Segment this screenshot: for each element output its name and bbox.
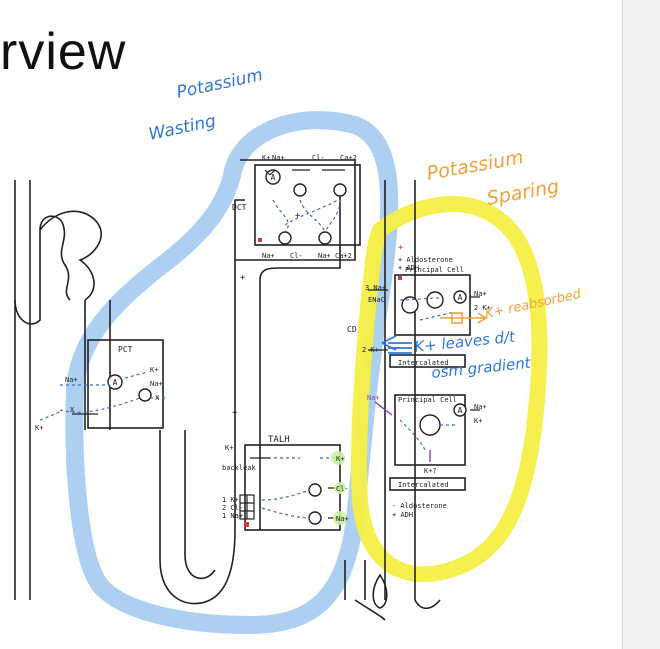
pump-a-dct: A xyxy=(271,173,276,182)
slide: rview xyxy=(0,23,584,634)
label-cl-dct-top: Cl- xyxy=(312,154,325,162)
plus-marker-2: + xyxy=(295,211,301,221)
pump-a-principal-2: A xyxy=(458,406,463,415)
pump-a-pct: A xyxy=(113,378,118,387)
nephron-outline xyxy=(14,159,471,621)
label-intercalated-top: Intercalated xyxy=(398,359,449,367)
label-adh-plus-bottom: + ADH xyxy=(392,511,413,519)
handwritten-osm-gradient: osm gradient xyxy=(431,354,533,382)
label-ca-dct-top: Ca+2 xyxy=(340,154,357,162)
handwritten-potassium-sparing-2: Sparing xyxy=(485,176,561,210)
label-x-pct-left: X xyxy=(70,406,75,414)
label-x-pct-right: X xyxy=(155,394,160,402)
green-glow-na xyxy=(333,511,347,525)
label-talh: TALH xyxy=(268,435,290,445)
plus-marker-3: + xyxy=(232,408,238,418)
label-backleak: backleak xyxy=(222,464,257,472)
label-pct: PCT xyxy=(118,345,133,354)
handwritten-k-leaves: K+ leaves d/t xyxy=(414,327,517,356)
label-k-talh-left: K+ xyxy=(225,444,233,452)
plus-marker-1: + xyxy=(240,273,246,283)
handwritten-potassium-wasting-1: Potassium xyxy=(175,65,265,103)
label-ca-dct-bottom: Ca+2 xyxy=(335,252,352,260)
label-adh-plus: + ADH xyxy=(398,264,419,272)
label-na-pct-right: Na+ xyxy=(150,380,163,388)
label-k-pct: K+ xyxy=(150,366,158,374)
label-na-dct-bottom: Na+ xyxy=(262,252,275,260)
potassium-sparing-highlight xyxy=(351,196,548,583)
right-sidebar xyxy=(622,0,660,649)
label-na-principal-mid: Na+ xyxy=(474,403,487,411)
label-1k-talh: 1 K+ xyxy=(222,496,239,504)
red-marker-talh xyxy=(244,522,249,527)
label-2k-cd: 2 K+ xyxy=(362,346,379,354)
green-glow-cl xyxy=(334,482,346,494)
nkcc-cotransporter xyxy=(239,494,255,520)
plus-marker-4: + xyxy=(398,243,404,253)
label-2k-principal: 2 K+ xyxy=(474,304,491,312)
label-na-dct-top: Na+ xyxy=(272,154,285,162)
label-k-dct-top: K+ xyxy=(262,154,270,162)
orange-reabsorb-arrow xyxy=(440,312,488,324)
red-marker-cd xyxy=(398,276,402,280)
label-principal-cell-top: Principal Cell xyxy=(405,266,464,274)
label-principal-cell-mid: Principal Cell xyxy=(398,396,457,404)
label-3na-cd: 3 Na+ xyxy=(365,284,386,292)
slide-title: rview xyxy=(0,23,127,81)
label-na-purple: Na+ xyxy=(367,394,380,402)
label-dct: DCT xyxy=(232,203,247,212)
kidney-nephron-diagram: A A A A xyxy=(14,65,583,634)
label-na-principal: Na+ xyxy=(474,290,487,298)
label-intercalated-bottom: Intercalated xyxy=(398,481,449,489)
label-aldosterone-plus: + Aldosterone xyxy=(398,256,453,264)
handwritten-potassium-sparing-1: Potassium xyxy=(425,146,525,185)
label-k-question: K+? xyxy=(424,467,437,475)
label-k-pct-left: K+ xyxy=(35,424,43,432)
label-1na-talh: 1 Na+ xyxy=(222,512,243,520)
green-glow-k xyxy=(331,451,345,465)
handwritten-potassium-wasting-2: Wasting xyxy=(147,111,218,145)
label-k-principal-mid: K+ xyxy=(474,417,482,425)
label-enac: ENaC xyxy=(368,296,385,304)
label-aldosterone-minus: - Aldosterone xyxy=(392,502,447,510)
label-na-pct-left: Na+ xyxy=(65,376,78,384)
label-na-talh-right: Na+ xyxy=(336,515,349,523)
label-k-talh-right: K+ xyxy=(336,455,344,463)
label-cl-talh-right: Cl- xyxy=(336,485,349,493)
label-cd: CD xyxy=(347,325,357,334)
red-marker-dct xyxy=(258,238,262,242)
purple-arrows xyxy=(374,401,431,462)
blue-leave-arrows xyxy=(381,335,412,354)
pump-a-principal: A xyxy=(458,293,463,302)
label-2cl-talh: 2 Cl- xyxy=(222,504,243,512)
label-cl-dct-bottom: Cl- xyxy=(290,252,303,260)
label-na-dct-bottom-2: Na+ xyxy=(318,252,331,260)
